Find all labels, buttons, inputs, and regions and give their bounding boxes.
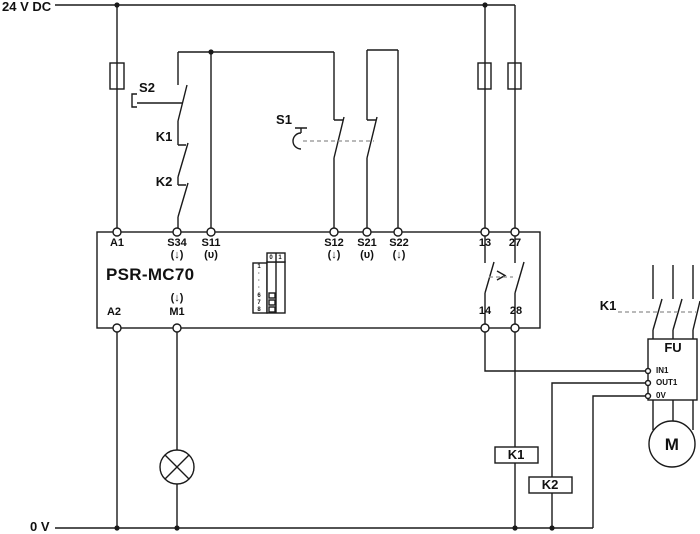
dip-row-5: 6 — [257, 293, 261, 299]
terminal-label-14: 14 — [478, 305, 492, 317]
wires-motor-leads — [652, 400, 694, 430]
contactor-k1-contacts-icon — [652, 265, 700, 339]
k2-coil-label: K2 — [541, 477, 559, 492]
terminal-label-a2: A2 — [106, 306, 122, 318]
lamp-icon — [159, 449, 195, 485]
wire-out1-k2coil — [551, 382, 648, 528]
dip-row-7: 8 — [257, 307, 261, 313]
label-0v-rail: 0 V — [30, 519, 50, 534]
fu-block-outline — [647, 338, 698, 401]
terminal-sub-s34: (↓) — [170, 249, 184, 261]
terminal-circles — [112, 227, 520, 333]
terminal-sub-s21: (ᴜ) — [360, 249, 374, 261]
terminal-label-s12: S12 — [324, 237, 344, 249]
s1-contact-1-icon — [333, 52, 345, 232]
dip-row-1: 1 — [257, 264, 261, 270]
k2-coil-box — [528, 476, 573, 494]
fuse-icon-a1 — [109, 62, 125, 90]
k2-contact-label: K2 — [155, 174, 173, 189]
k1-coil-box — [494, 446, 539, 464]
dip-col-1: 1 — [278, 255, 282, 261]
s1-label: S1 — [276, 112, 292, 127]
psr-block-outline — [96, 231, 541, 329]
fu-terminal-in1: IN1 — [656, 366, 669, 375]
terminal-label-s21: S21 — [357, 237, 377, 249]
terminal-label-s34: S34 — [167, 237, 187, 249]
fu-terminal-0v: 0V — [656, 391, 666, 400]
estop-mushroom-icon — [292, 127, 307, 150]
fu-title: FU — [664, 340, 682, 355]
dip-row-2: · — [258, 271, 260, 277]
output-contact-27-28-icon — [514, 232, 525, 328]
junction-dots — [114, 2, 555, 531]
terminal-label-27: 27 — [508, 237, 522, 249]
terminal-sub-s12: (↓) — [327, 249, 341, 261]
dip-row-4: · — [258, 285, 260, 291]
forced-guidance-mark — [496, 270, 507, 281]
terminal-sub-m1: (↓) — [170, 292, 184, 304]
s2-label: S2 — [139, 80, 155, 95]
dip-row-3: · — [258, 278, 260, 284]
label-24v-rail: 24 V DC — [2, 0, 52, 14]
fuse-icon-27 — [507, 62, 522, 90]
k1-nc-contact-icon — [177, 142, 189, 185]
psr-device-title: PSR-MC70 — [106, 265, 195, 284]
terminal-sub-s11: (ᴜ) — [204, 249, 218, 261]
k1-contact-label: K1 — [155, 129, 173, 144]
k2-nc-contact-icon — [177, 182, 189, 232]
terminal-label-a1: A1 — [109, 237, 125, 249]
s1-contact-2-icon — [366, 50, 378, 232]
terminal-sub-s22: (↓) — [392, 249, 406, 261]
fu-terminal-out1: OUT1 — [656, 378, 678, 387]
fu-terminal-circles — [644, 367, 652, 400]
terminal-label-28: 28 — [509, 305, 523, 317]
wire-s22-loop — [367, 49, 399, 232]
terminal-label-s22: S22 — [389, 237, 409, 249]
terminal-label-13: 13 — [478, 237, 492, 249]
k1-coil-label: K1 — [507, 447, 525, 462]
dip-switch-icon — [252, 252, 286, 314]
motor-icon — [648, 420, 696, 468]
dip-col-0: 0 — [269, 255, 273, 261]
dip-row-6: 7 — [257, 300, 261, 306]
fuse-icon-13 — [477, 62, 492, 90]
terminal-label-m1: M1 — [169, 306, 185, 318]
terminal-label-s11: S11 — [201, 237, 221, 249]
s2-pushbutton-icon — [131, 52, 188, 145]
wire-0v-fu — [592, 395, 648, 528]
motor-label: M — [664, 435, 680, 454]
wire-14-in1 — [484, 328, 648, 372]
k1-contactor-label: K1 — [599, 298, 617, 313]
